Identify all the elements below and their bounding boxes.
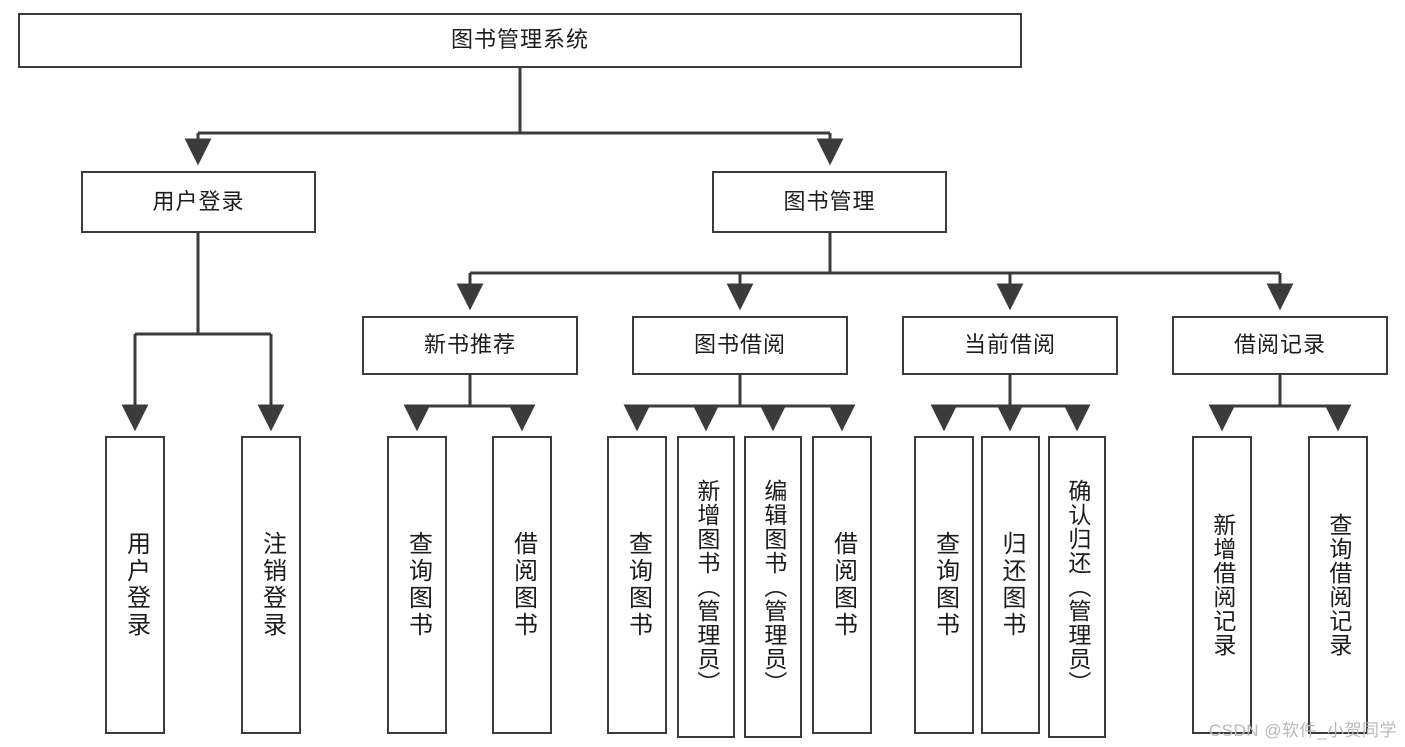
leaf-query-book-recommend[interactable]: 查询图书 — [387, 436, 447, 734]
leaf-confirm-return-admin[interactable]: 确认归还（管理员） — [1048, 436, 1106, 738]
leaf-add-book-admin[interactable]: 新增图书（管理员） — [677, 436, 735, 738]
leaf-user-login[interactable]: 用户登录 — [105, 436, 165, 734]
leaf-borrow-book-recommend[interactable]: 借阅图书 — [492, 436, 552, 734]
leaf-query-book-current[interactable]: 查询图书 — [914, 436, 974, 734]
node-root-book-management-system[interactable]: 图书管理系统 — [18, 13, 1022, 68]
leaf-query-borrow-record[interactable]: 查询借阅记录 — [1308, 436, 1368, 734]
node-book-borrow[interactable]: 图书借阅 — [632, 316, 848, 375]
csdn-watermark: CSDN @软件_小贺同学 — [1208, 721, 1397, 740]
node-borrow-record[interactable]: 借阅记录 — [1172, 316, 1388, 375]
node-user-login[interactable]: 用户登录 — [81, 171, 316, 233]
leaf-edit-book-admin[interactable]: 编辑图书（管理员） — [744, 436, 802, 738]
leaf-borrow-book-borrow[interactable]: 借阅图书 — [812, 436, 872, 734]
leaf-logout-login[interactable]: 注销登录 — [241, 436, 301, 734]
node-current-borrow[interactable]: 当前借阅 — [902, 316, 1118, 375]
leaf-query-book-borrow[interactable]: 查询图书 — [607, 436, 667, 734]
node-new-book-recommend[interactable]: 新书推荐 — [362, 316, 578, 375]
leaf-add-borrow-record[interactable]: 新增借阅记录 — [1192, 436, 1252, 734]
node-book-management[interactable]: 图书管理 — [712, 171, 947, 233]
leaf-return-book[interactable]: 归还图书 — [981, 436, 1040, 734]
